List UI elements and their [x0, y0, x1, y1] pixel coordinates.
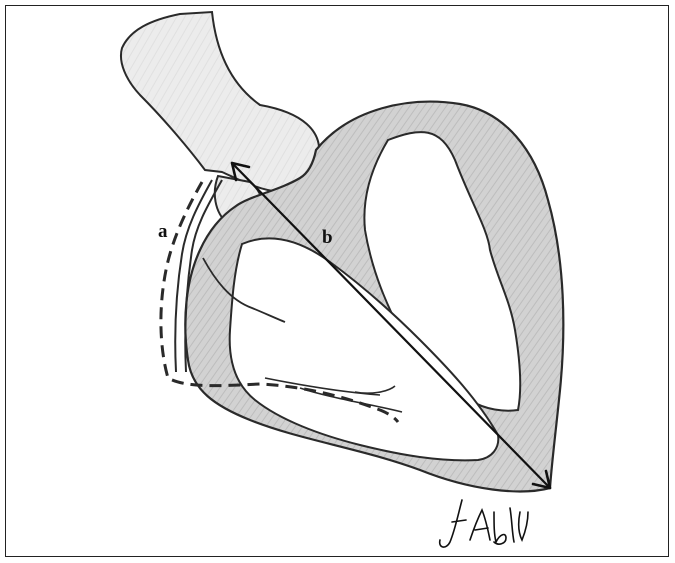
- aorta-trunk: [121, 12, 319, 193]
- label-b: b: [322, 227, 333, 248]
- artist-signature: [440, 500, 528, 547]
- label-a: a: [158, 221, 168, 242]
